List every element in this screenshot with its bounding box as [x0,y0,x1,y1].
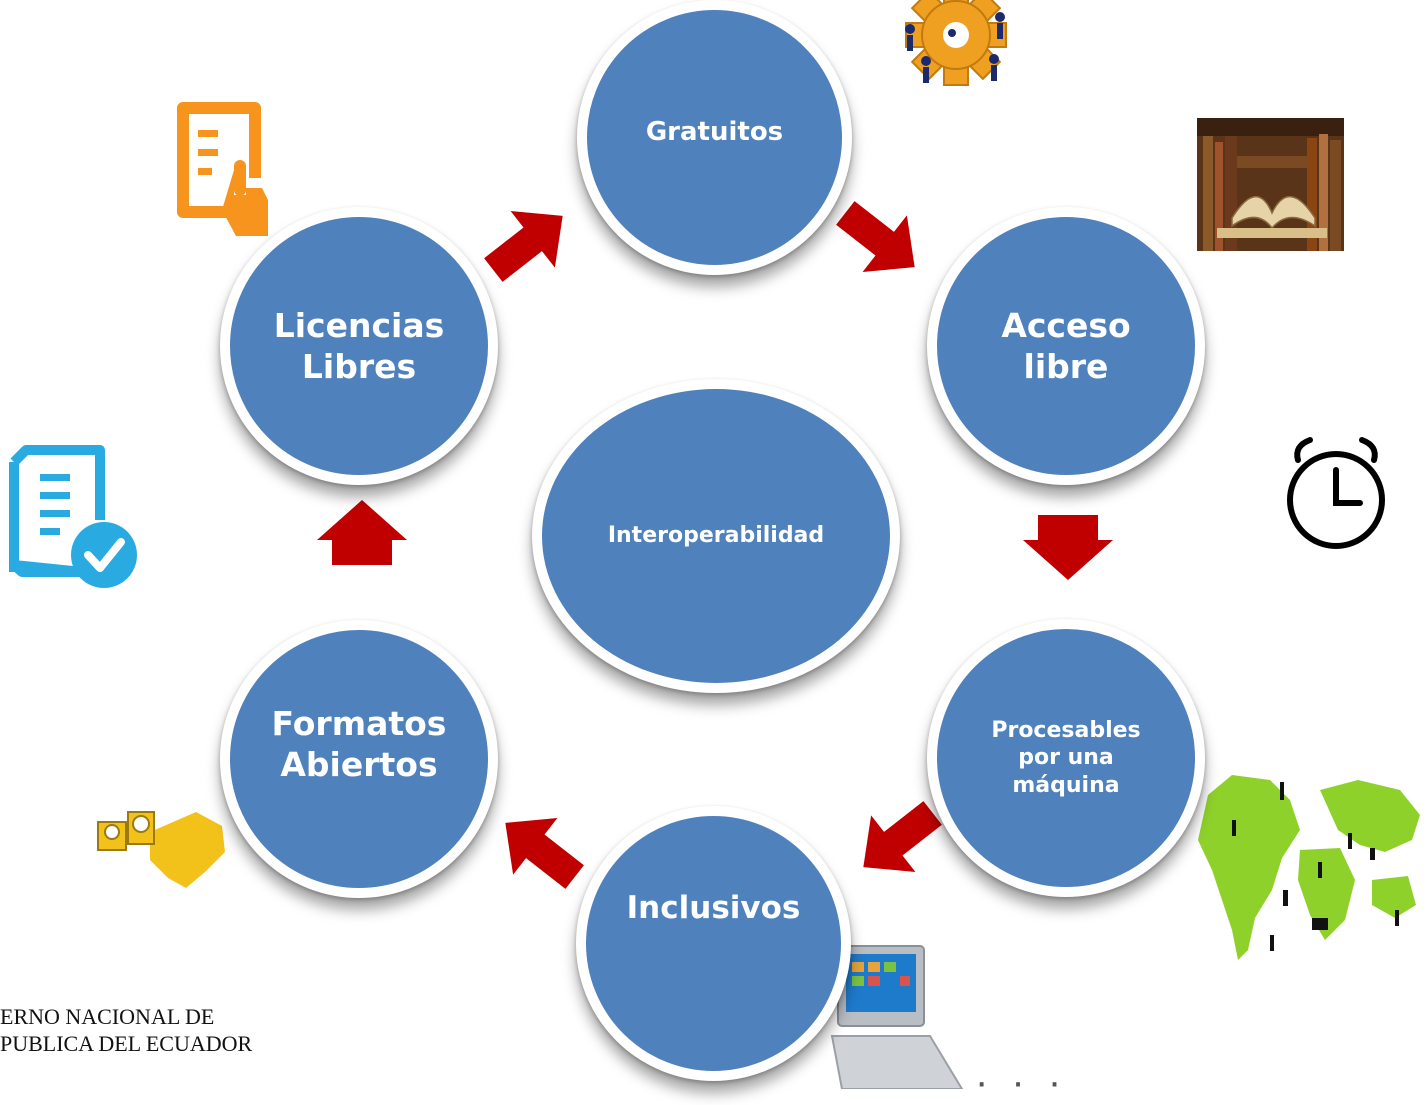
node-acceso-libre: Acceso libre [927,207,1205,485]
node-label: Formatos Abiertos [271,703,447,784]
node-label: Licencias Libres [273,305,445,386]
document-check-icon [9,445,137,588]
alarm-clock-icon [1287,437,1385,549]
node-label: Inclusivos [626,890,801,927]
arrow-procesables-to-inclusivos [863,801,942,873]
arrow-formatos-to-licencias [317,500,407,565]
node-licencias-libres: Licencias Libres [220,207,498,485]
footer-partial-text: · · · [975,1060,1068,1104]
arrow-gratuitos-to-acceso [836,201,915,273]
center-node: Interoperabilidad [532,379,900,693]
flow-arrows [317,201,1113,889]
ecuador-map-icon [97,811,225,888]
footer-government-text: ERNO NACIONAL DE PUBLICA DEL ECUADOR [0,1003,252,1057]
laptop-image [830,945,964,1089]
footer-line-2: PUBLICA DEL ECUADOR [0,1031,253,1056]
node-label: Procesables por una máquina [991,717,1141,798]
clipboard-hand-icon [177,102,268,236]
arrow-licencias-to-gratuitos [484,210,563,282]
center-label: Interoperabilidad [607,523,825,549]
gear-icon [905,0,1007,86]
node-procesables: Procesables por una máquina [927,619,1205,897]
node-formatos-abiertos: Formatos Abiertos [220,620,498,898]
world-map-image [1198,775,1420,960]
node-gratuitos: Gratuitos [577,0,852,275]
node-inclusivos: Inclusivos [576,806,851,1081]
arrow-inclusivos-to-formatos [505,817,584,889]
node-label: Acceso libre [1001,305,1131,386]
footer-line-1: ERNO NACIONAL DE [0,1004,215,1029]
arrow-acceso-to-procesables [1023,515,1113,580]
books-image [1197,118,1344,251]
node-label: Gratuitos [645,117,784,148]
